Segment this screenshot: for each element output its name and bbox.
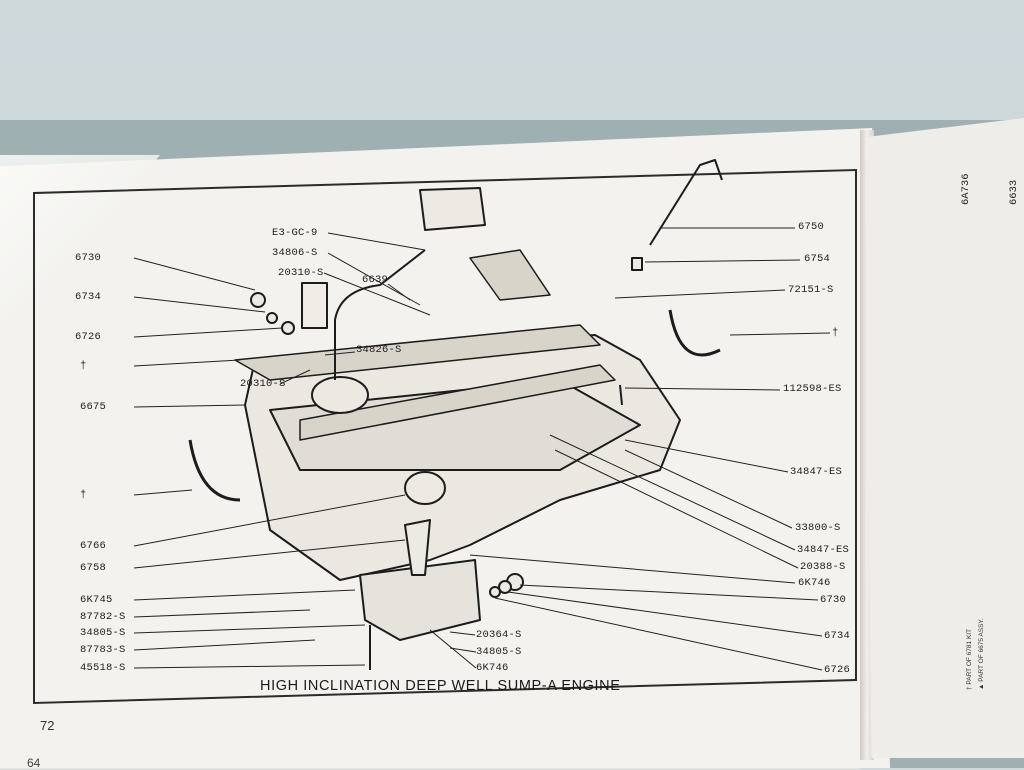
- callout-20310-s-lower: 20310-S: [240, 378, 286, 390]
- callout-dagger-left-2: †: [80, 489, 87, 501]
- callout-34826-s: 34826-S: [356, 344, 402, 356]
- callout-72151-s: 72151-S: [788, 284, 834, 296]
- pickup-bracket: [301, 282, 328, 329]
- callout-dagger-right: †: [832, 327, 839, 339]
- callout-87783-s: 87783-S: [80, 644, 126, 656]
- callout-6758: 6758: [80, 562, 107, 574]
- pickup-gasket: [469, 249, 551, 301]
- callout-6726-left: 6726: [75, 331, 102, 343]
- seal-left: [188, 439, 241, 502]
- sump-well: [359, 559, 481, 641]
- callout-34847-es-upper: 34847-ES: [790, 466, 843, 478]
- breather-cap: [419, 187, 486, 231]
- top-plug-c: [281, 321, 295, 335]
- callout-6675: 6675: [80, 401, 107, 413]
- callout-33800-s: 33800-S: [795, 522, 841, 534]
- top-plug-a: [250, 292, 266, 308]
- underlying-page-number: 64: [27, 756, 41, 770]
- gasket-bridge: [299, 364, 616, 441]
- right-page-label-6a736: 6A736: [960, 173, 972, 205]
- top-plug-b: [266, 312, 278, 324]
- callout-6734-left: 6734: [75, 291, 102, 303]
- callout-34806-s: 34806-S: [272, 247, 318, 259]
- seal-right: [668, 309, 721, 357]
- callout-6766: 6766: [80, 540, 107, 552]
- dipstick-tube-clip: [631, 257, 643, 271]
- diagram-caption: HIGH INCLINATION DEEP WELL SUMP-A ENGINE: [260, 678, 621, 694]
- callout-6k745: 6K745: [80, 594, 113, 606]
- oil-pump-screen: [311, 376, 369, 414]
- callout-20388-s: 20388-S: [800, 561, 846, 573]
- gasket-top: [234, 324, 601, 381]
- footnote-6781-kit: † PART OF 6781 KIT: [966, 628, 973, 690]
- callout-6750: 6750: [798, 221, 825, 233]
- oil-pump-tube: [334, 249, 426, 380]
- pipe-stub: [404, 519, 431, 576]
- callout-6639: 6639: [362, 274, 389, 286]
- callout-6754: 6754: [804, 253, 831, 265]
- callout-6734-right: 6734: [824, 630, 851, 642]
- dipstick: [649, 159, 723, 246]
- callout-34805-s-bottom: 34805-S: [476, 646, 522, 658]
- callout-20310-s-upper: 20310-S: [278, 267, 324, 279]
- filter-adapter: [404, 471, 446, 505]
- callout-20364-s: 20364-S: [476, 629, 522, 641]
- callout-6730-right: 6730: [820, 594, 847, 606]
- footnote-6675-assy: ▲ PART OF 6675 ASSY.: [978, 618, 985, 690]
- callout-34847-es-lower: 34847-ES: [797, 544, 850, 556]
- facing-page: [865, 118, 1024, 758]
- callout-6k746-bottom: 6K746: [476, 662, 509, 674]
- callout-6k746-right: 6K746: [798, 577, 831, 589]
- callout-6730-left: 6730: [75, 252, 102, 264]
- callout-dagger-left-1: †: [80, 360, 87, 372]
- callout-6726-right: 6726: [824, 664, 851, 676]
- drain-washer: [498, 580, 512, 594]
- callout-112598-es: 112598-ES: [783, 383, 842, 395]
- callout-45518-s: 45518-S: [80, 662, 126, 674]
- page-number: 72: [40, 718, 55, 733]
- callout-87782-s: 87782-S: [80, 611, 126, 623]
- drain-gasket: [489, 586, 501, 598]
- bolt-112598: [619, 384, 623, 406]
- right-page-label-6633: 6633: [1008, 179, 1020, 205]
- callout-34805-s-left: 34805-S: [80, 627, 126, 639]
- callout-e3-gc-9: E3-GC-9: [272, 227, 318, 239]
